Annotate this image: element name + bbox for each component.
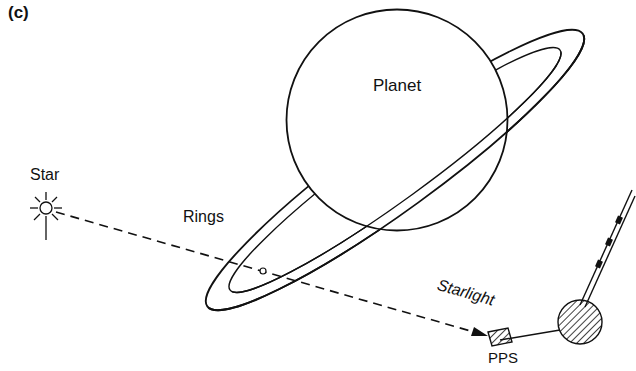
- starlight-label: Starlight: [435, 276, 496, 309]
- arrow-head: [471, 327, 488, 336]
- planet-outline: [285, 8, 509, 232]
- rings-label: Rings: [183, 208, 224, 226]
- starlight-path: [56, 212, 488, 336]
- pps-instrument: [488, 328, 512, 346]
- panel-letter: (c): [8, 4, 29, 23]
- planet-circle: Planet: [285, 8, 509, 232]
- pps-label: PPS: [488, 350, 518, 367]
- outer-ring: [184, 1, 606, 338]
- occultation-point: [260, 268, 266, 274]
- planet-label: Planet: [373, 76, 421, 96]
- spacecraft: [488, 190, 635, 346]
- star-symbol: [30, 192, 62, 240]
- star-label: Star: [30, 166, 59, 184]
